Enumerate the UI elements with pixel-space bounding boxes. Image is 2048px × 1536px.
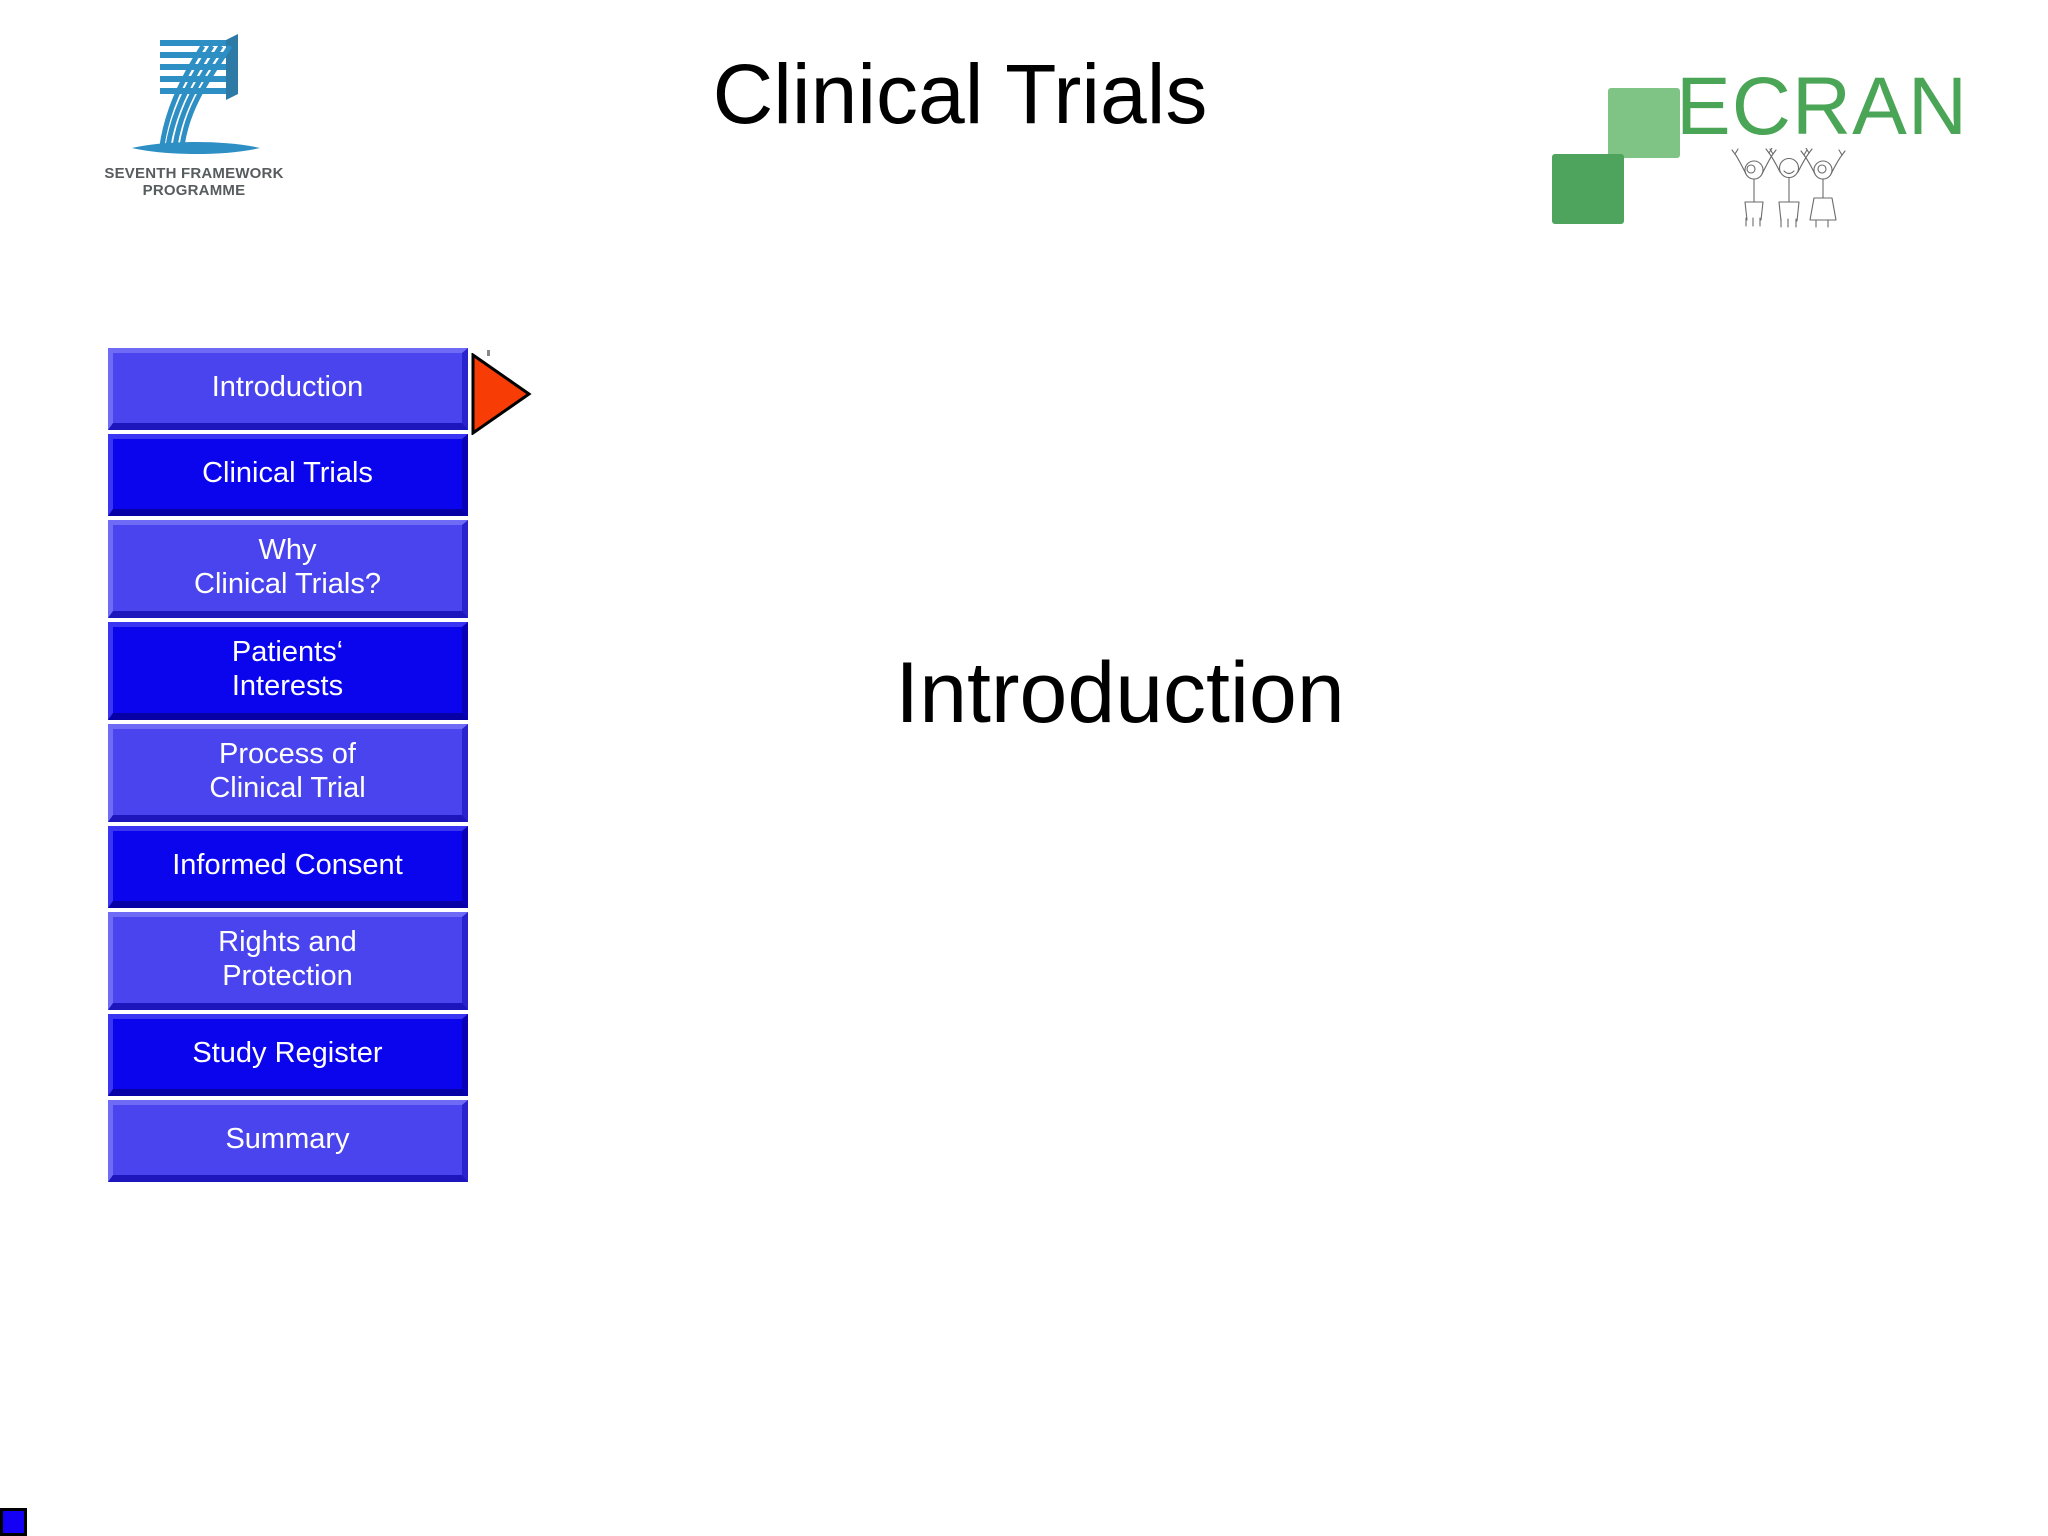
nav-item-label: Patients‘ Interests — [231, 636, 344, 702]
nav-item-process-of-clinical-trial[interactable]: Process of Clinical Trial — [108, 724, 468, 822]
section-navigation[interactable]: Introduction Clinical Trials Why Clinica… — [108, 348, 532, 1186]
nav-item-study-register[interactable]: Study Register — [108, 1014, 468, 1096]
ecran-wordmark: ECRAN — [1676, 61, 1969, 152]
nav-item-informed-consent[interactable]: Informed Consent — [108, 826, 468, 908]
fp7-caption-line1: SEVENTH FRAMEWORK — [104, 165, 284, 182]
nav-item-label: Clinical Trials — [202, 457, 373, 490]
nav-item-label: Process of Clinical Trial — [209, 738, 366, 804]
ecran-square-light-icon — [1608, 88, 1680, 158]
fp7-seven-icon — [132, 34, 260, 154]
nav-item-why-clinical-trials[interactable]: Why Clinical Trials? — [108, 520, 468, 618]
corner-marker — [0, 1508, 27, 1536]
ecran-logo: ECRAN — [1552, 60, 1967, 228]
nav-item-label: Informed Consent — [172, 849, 403, 882]
nav-item-introduction[interactable]: Introduction — [108, 348, 532, 435]
stray-speck — [487, 350, 490, 356]
seventh-framework-programme-logo: SEVENTH FRAMEWORK PROGRAMME — [104, 30, 284, 210]
ecran-square-dark-icon — [1552, 154, 1624, 224]
nav-item-label: Rights and Protection — [218, 926, 357, 992]
nav-item-summary[interactable]: Summary — [108, 1100, 468, 1182]
slide-content-area: Introduction — [520, 430, 2000, 1370]
slide-title: Clinical Trials — [712, 47, 1208, 141]
fp7-caption-line2: PROGRAMME — [142, 181, 246, 199]
nav-item-label: Study Register — [192, 1037, 383, 1070]
nav-item-label: Summary — [225, 1123, 350, 1156]
nav-item-clinical-trials[interactable]: Clinical Trials — [108, 434, 468, 516]
three-people-icon — [1731, 148, 1846, 228]
nav-item-rights-and-protection[interactable]: Rights and Protection — [108, 912, 468, 1010]
nav-item-label: Why Clinical Trials? — [194, 534, 381, 600]
fp7-logo-caption: SEVENTH FRAMEWORK PROGRAMME — [104, 165, 284, 200]
nav-item-label: Introduction — [211, 371, 364, 404]
content-heading: Introduction — [895, 645, 1345, 741]
active-section-arrow-icon — [471, 353, 532, 435]
nav-item-patients-interests[interactable]: Patients‘ Interests — [108, 622, 468, 720]
slide-header: SEVENTH FRAMEWORK PROGRAMME Clinical Tri… — [0, 0, 2048, 250]
